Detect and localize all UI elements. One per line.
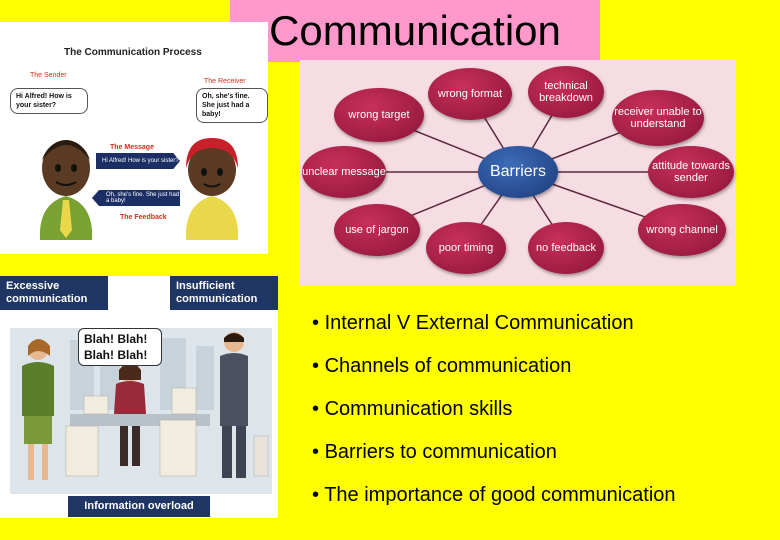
- sender-label: The Sender: [30, 72, 67, 79]
- barrier-node: wrong channel: [638, 204, 726, 256]
- topic-item: • Internal V External Communication: [312, 312, 634, 334]
- blah-speech-bubble: Blah! Blah! Blah! Blah!: [78, 328, 162, 366]
- title-box: Communication: [230, 0, 600, 62]
- barrier-node: wrong target: [334, 88, 424, 142]
- topic-item: • The importance of good communication: [312, 484, 676, 506]
- communication-process-illustration: The Communication Process The Sender The…: [0, 22, 268, 254]
- information-overload-caption: Information overload: [68, 496, 210, 517]
- barrier-node: unclear message: [302, 146, 386, 198]
- barrier-node: poor timing: [426, 222, 506, 274]
- receiver-speech-bubble: Oh, she's fine. She just had a baby!: [196, 88, 268, 123]
- topic-item: • Channels of communication: [312, 355, 572, 377]
- sender-figure-icon: [39, 140, 93, 240]
- barrier-node: no feedback: [528, 222, 604, 274]
- topic-item: • Barriers to communication: [312, 441, 557, 463]
- barriers-diagram: Barriers wrong format technical breakdow…: [300, 60, 736, 286]
- barrier-node: use of jargon: [334, 204, 420, 256]
- insufficient-communication-tag: Insufficient communication: [170, 276, 278, 310]
- information-overload-illustration: Excessive communication Insufficient com…: [0, 276, 278, 518]
- excessive-communication-tag: Excessive communication: [0, 276, 108, 310]
- receiver-label: The Receiver: [204, 78, 246, 85]
- process-title: The Communication Process: [64, 47, 202, 58]
- feedback-arrow: Oh, she's fine. She just had a baby!: [92, 190, 180, 206]
- sender-speech-bubble: Hi Alfred! How is your sister?: [10, 88, 88, 114]
- receiver-figure-icon: [185, 138, 239, 240]
- barrier-node: attitude towards sender: [648, 146, 734, 198]
- topic-list: • Internal V External Communication • Ch…: [312, 312, 676, 527]
- page-title: Communication: [269, 7, 561, 54]
- message-arrow: Hi Alfred! How is your sister?: [96, 153, 180, 169]
- topic-item: • Communication skills: [312, 398, 513, 420]
- message-label: The Message: [110, 144, 154, 151]
- barrier-node: receiver unable to understand: [612, 90, 704, 146]
- feedback-label: The Feedback: [120, 214, 167, 221]
- barriers-center-node: Barriers: [478, 146, 558, 198]
- office-scene-icon: [10, 328, 272, 494]
- barrier-node: technical breakdown: [528, 66, 604, 118]
- barrier-node: wrong format: [428, 68, 512, 120]
